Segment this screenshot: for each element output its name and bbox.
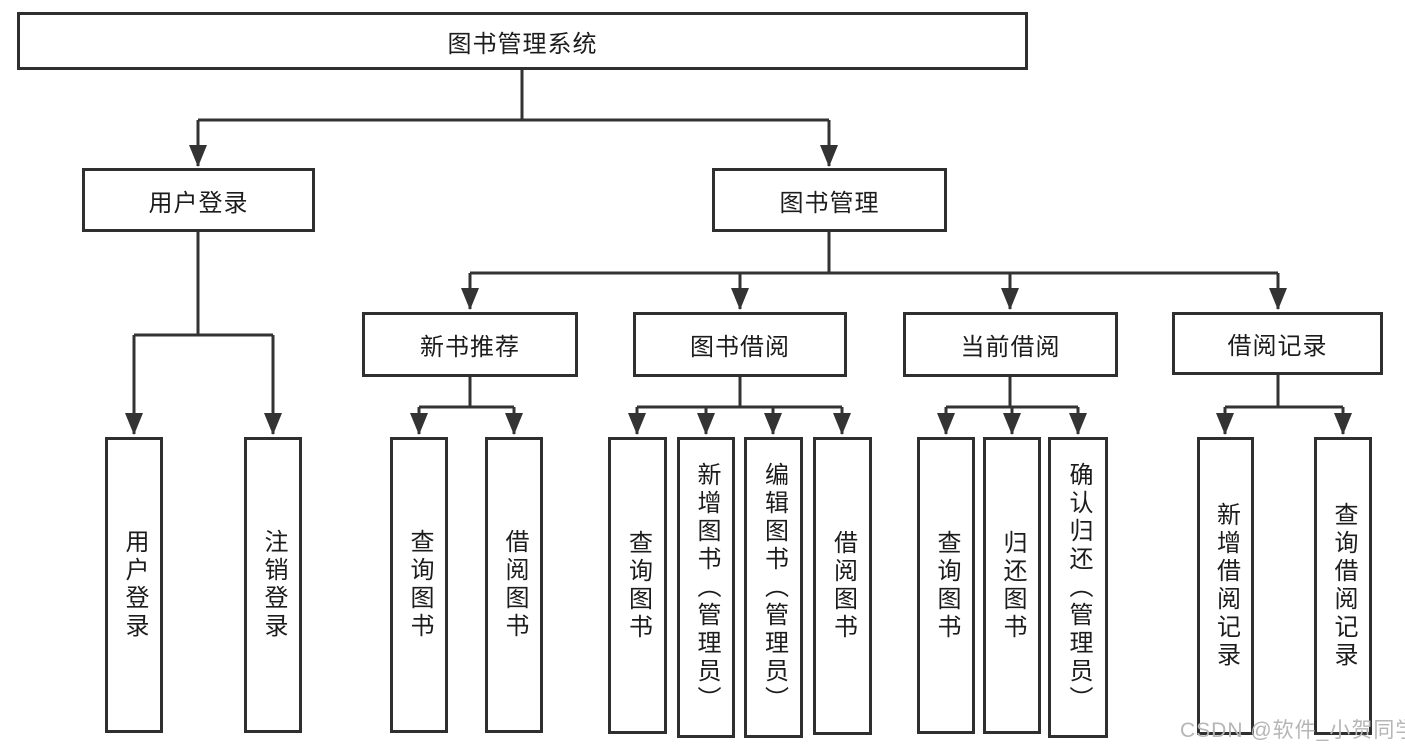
leaf-query-borrow-record: 查询借阅记录 xyxy=(1314,437,1372,735)
leaf-borrow-books-1: 借阅图书 xyxy=(485,437,543,733)
leaf-confirm-return-admin: 确认归还（管理员） xyxy=(1048,437,1108,738)
leaf-add-borrow-record: 新增借阅记录 xyxy=(1197,437,1254,735)
leaf-query-books-1: 查询图书 xyxy=(390,437,448,733)
leaf-query-books-2: 查询图书 xyxy=(608,437,667,734)
connector-current-borrow-split xyxy=(946,377,1078,409)
node-library-management-system: 图书管理系统 xyxy=(17,12,1028,70)
leaf-edit-books-admin: 编辑图书（管理员） xyxy=(744,437,803,738)
connector-book-mgmt-split xyxy=(470,232,1278,275)
leaf-query-books-3: 查询图书 xyxy=(917,437,975,734)
node-new-book-recommend: 新书推荐 xyxy=(362,312,578,377)
connector-borrow-records-split xyxy=(1225,375,1343,409)
node-book-management: 图书管理 xyxy=(712,168,947,232)
leaf-user-login: 用户登录 xyxy=(105,437,163,733)
node-borrow-records: 借阅记录 xyxy=(1172,312,1383,375)
csdn-watermark: CSDN @软件_小贺同学 xyxy=(1180,719,1405,742)
leaf-return-books: 归还图书 xyxy=(983,437,1041,734)
connector-new-books-split xyxy=(419,377,514,409)
connector-root-split xyxy=(198,70,829,122)
leaf-logout: 注销登录 xyxy=(244,437,302,733)
node-current-borrow: 当前借阅 xyxy=(903,312,1118,377)
node-book-borrow: 图书借阅 xyxy=(633,312,847,377)
node-user-login: 用户登录 xyxy=(82,168,315,232)
leaf-borrow-books-2: 借阅图书 xyxy=(813,437,872,735)
leaf-add-books-admin: 新增图书（管理员） xyxy=(677,437,735,738)
connector-user-login-split xyxy=(134,232,273,337)
connector-book-borrow-split xyxy=(637,377,842,409)
